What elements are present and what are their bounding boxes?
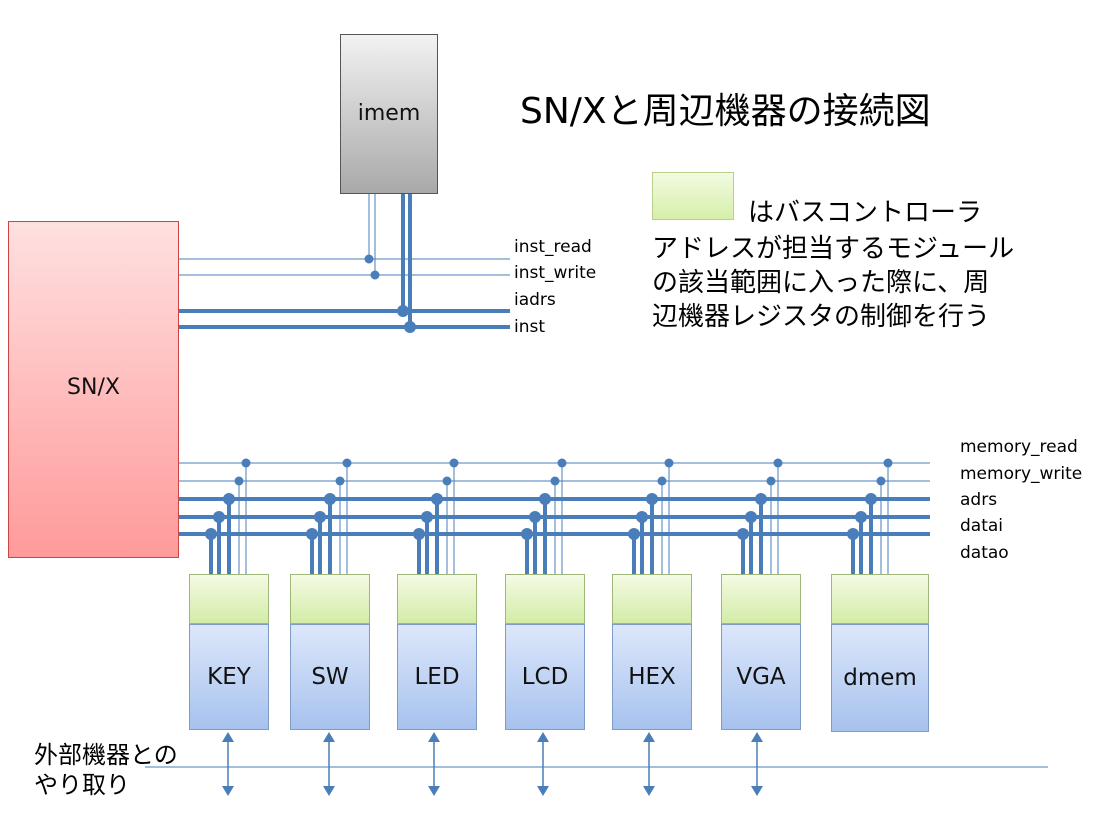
junction-sw-adrs bbox=[324, 493, 336, 505]
junction-hex-memory-read bbox=[664, 458, 674, 468]
junction-led-memory-write bbox=[442, 476, 452, 486]
signal-label-inst-read: inst_read bbox=[514, 237, 592, 257]
junction-dmem-datao bbox=[847, 528, 859, 540]
signal-label-inst: inst bbox=[514, 317, 546, 337]
bus-controller-lcd bbox=[505, 574, 585, 624]
junction-lcd-adrs bbox=[539, 493, 551, 505]
junction-vga-datai bbox=[745, 511, 757, 523]
legend-line-2: アドレスが担当するモジュール bbox=[652, 234, 1015, 264]
module-label-led: LED bbox=[414, 664, 460, 690]
junction-dmem-datai bbox=[855, 511, 867, 523]
external-arrow-vga-head-down bbox=[751, 786, 763, 796]
bus-controller-sw bbox=[290, 574, 370, 624]
snx-cpu-block: SN/X bbox=[8, 221, 179, 558]
external-arrow-lcd-head-up bbox=[537, 732, 549, 742]
module-label-sw: SW bbox=[311, 664, 349, 690]
bus-controller-hex bbox=[612, 574, 692, 624]
external-arrow-key-head-up bbox=[222, 732, 234, 742]
junction-key-datao bbox=[205, 528, 217, 540]
junction-lcd-memory-read bbox=[557, 458, 567, 468]
external-arrow-hex-head-up bbox=[643, 732, 655, 742]
module-lcd: LCD bbox=[505, 624, 585, 730]
junction-hex-datao bbox=[628, 528, 640, 540]
junction-sw-datai bbox=[314, 511, 326, 523]
imem-junction-inst-read bbox=[364, 254, 374, 264]
junction-hex-memory-write bbox=[657, 476, 667, 486]
junction-key-datai bbox=[213, 511, 225, 523]
external-arrow-vga-head-up bbox=[751, 732, 763, 742]
junction-lcd-datao bbox=[521, 528, 533, 540]
junction-led-memory-read bbox=[449, 458, 459, 468]
imem-label: imem bbox=[357, 100, 421, 126]
junction-key-adrs bbox=[223, 493, 235, 505]
junction-led-datao bbox=[413, 528, 425, 540]
module-label-key: KEY bbox=[207, 664, 251, 690]
junction-led-adrs bbox=[431, 493, 443, 505]
signal-label-memory-write: memory_write bbox=[960, 464, 1083, 484]
junction-vga-memory-read bbox=[773, 458, 783, 468]
junction-sw-memory-read bbox=[342, 458, 352, 468]
external-arrow-led-head-down bbox=[428, 786, 440, 796]
external-arrow-key-head-down bbox=[222, 786, 234, 796]
junction-vga-datao bbox=[737, 528, 749, 540]
junction-led-datai bbox=[421, 511, 433, 523]
module-label-lcd: LCD bbox=[521, 664, 569, 690]
legend-line-1: はバスコントローラ bbox=[748, 198, 983, 228]
junction-dmem-adrs bbox=[865, 493, 877, 505]
junction-hex-datai bbox=[636, 511, 648, 523]
external-arrow-led-head-up bbox=[428, 732, 440, 742]
bus-controller-key bbox=[189, 574, 269, 624]
module-key: KEY bbox=[189, 624, 269, 730]
signal-label-memory-read: memory_read bbox=[960, 437, 1078, 457]
module-label-vga: VGA bbox=[736, 664, 786, 690]
junction-key-memory-write bbox=[234, 476, 244, 486]
junction-key-memory-read bbox=[241, 458, 251, 468]
snx-label: SN/X bbox=[67, 375, 120, 400]
external-io-label-line-2: やり取り bbox=[34, 771, 130, 799]
bus-controller-dmem bbox=[831, 574, 929, 624]
imem-junction-iadrs bbox=[397, 305, 409, 317]
module-label-hex: HEX bbox=[628, 664, 676, 690]
junction-vga-memory-write bbox=[766, 476, 776, 486]
external-arrow-sw-head-up bbox=[323, 732, 335, 742]
signal-label-inst-write: inst_write bbox=[514, 263, 597, 283]
module-label-dmem: dmem bbox=[843, 665, 917, 691]
module-led: LED bbox=[397, 624, 477, 730]
junction-dmem-memory-read bbox=[883, 458, 893, 468]
module-hex: HEX bbox=[612, 624, 692, 730]
imem-block: imem bbox=[340, 34, 438, 194]
signal-label-datai: datai bbox=[960, 516, 1004, 536]
legend-line-3: の該当範囲に入った際に、周 bbox=[652, 268, 990, 298]
junction-dmem-memory-write bbox=[876, 476, 886, 486]
junction-lcd-memory-write bbox=[550, 476, 560, 486]
module-dmem: dmem bbox=[831, 624, 929, 732]
signal-label-iadrs: iadrs bbox=[514, 290, 556, 310]
module-vga: VGA bbox=[721, 624, 801, 730]
bus-controller-led bbox=[397, 574, 477, 624]
external-arrow-lcd-head-down bbox=[537, 786, 549, 796]
legend-line-4: 辺機器レジスタの制御を行う bbox=[652, 302, 991, 332]
signal-label-adrs: adrs bbox=[960, 490, 998, 510]
signal-label-datao: datao bbox=[960, 543, 1009, 563]
junction-sw-memory-write bbox=[335, 476, 345, 486]
external-io-label-line-1: 外部機器との bbox=[34, 741, 178, 769]
bus-controller-vga bbox=[721, 574, 801, 624]
module-sw: SW bbox=[290, 624, 370, 730]
imem-junction-inst bbox=[404, 321, 416, 333]
imem-junction-inst-write bbox=[370, 270, 380, 280]
external-arrow-sw-head-down bbox=[323, 786, 335, 796]
bus-controller-legend-swatch bbox=[652, 172, 734, 220]
junction-lcd-datai bbox=[529, 511, 541, 523]
external-arrow-hex-head-down bbox=[643, 786, 655, 796]
junction-hex-adrs bbox=[646, 493, 658, 505]
diagram-title: SN/Xと周辺機器の接続図 bbox=[520, 91, 931, 132]
junction-vga-adrs bbox=[755, 493, 767, 505]
junction-sw-datao bbox=[306, 528, 318, 540]
